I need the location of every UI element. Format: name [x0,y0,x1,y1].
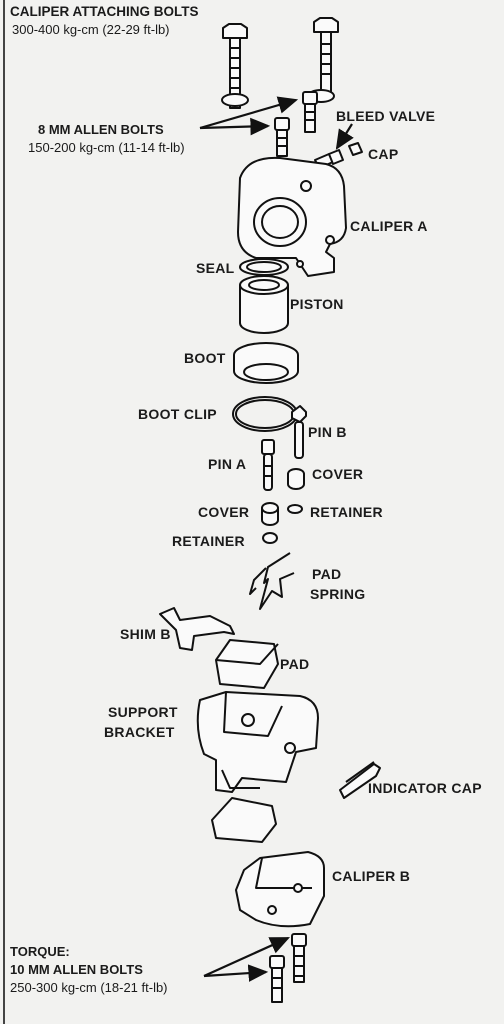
cover-right [287,468,305,490]
label-caliper-b: CALIPER B [332,868,411,884]
retainer-left [262,532,278,544]
label-pad-spring-line1: PAD [312,566,342,582]
seal [239,258,289,276]
allen-bolt-10mm-a [291,933,307,983]
label-support-bracket-line2: BRACKET [104,724,175,740]
label-indicator-cap: INDICATOR CAP [368,780,482,796]
arrow-10mm-to-bolt-a [203,936,291,978]
label-pin-b: PIN B [308,424,347,440]
support-bracket [196,691,319,793]
label-cap: CAP [368,146,399,162]
label-pad-spring-line2: SPRING [310,586,366,602]
label-seal: SEAL [196,260,235,276]
shim-b [159,607,235,651]
allen-8mm-title: 8 MM ALLEN BOLTS [38,122,164,137]
caliper-a [237,156,347,277]
label-support-bracket-line1: SUPPORT [108,704,178,720]
caliper-attaching-bolt-left [221,23,249,109]
allen-10mm-torque: 250-300 kg-cm (18-21 ft-lb) [10,980,168,995]
caliper-bolts-title: CALIPER ATTACHING BOLTS [10,4,199,19]
boot [233,342,299,384]
pin-a [261,439,275,491]
caliper-bolts-torque: 300-400 kg-cm (22-29 ft-lb) [12,22,170,37]
caliper-attaching-bolt-right [307,17,339,103]
pin-b [291,405,307,459]
label-pad: PAD [280,656,310,672]
arrow-8mm-to-bolt-b [199,117,271,136]
label-shim-b: SHIM B [120,626,171,642]
label-cover-left: COVER [198,504,250,520]
label-cover-right: COVER [312,466,364,482]
lower-pad [211,797,277,843]
allen-10mm-title: 10 MM ALLEN BOLTS [10,962,143,977]
bleed-valve [314,149,344,169]
brake-pad [215,639,279,689]
arrow-8mm-to-bolt-a [199,96,299,130]
arrow-10mm-to-bolt-b [203,964,269,982]
allen-bolt-8mm-b [274,117,290,157]
pad-spring [249,552,295,610]
arrow-bleed-valve [335,123,354,150]
label-boot-clip: BOOT CLIP [138,406,217,422]
cover-left [261,502,279,526]
label-piston: PISTON [290,296,344,312]
piston [239,275,289,334]
footer-torque-label: TORQUE: [10,944,70,959]
allen-bolt-8mm-a [302,91,318,133]
label-retainer-left: RETAINER [172,533,245,549]
allen-8mm-torque: 150-200 kg-cm (11-14 ft-lb) [28,140,185,155]
allen-bolt-10mm-b [269,955,285,1003]
retainer-right [287,504,303,514]
label-bleed-valve: BLEED VALVE [336,108,436,124]
label-pin-a: PIN A [208,456,247,472]
label-boot: BOOT [184,350,226,366]
label-retainer-right: RETAINER [310,504,383,520]
indicator-cap [339,761,381,799]
label-caliper-a: CALIPER A [350,218,428,234]
caliper-b [235,851,325,928]
